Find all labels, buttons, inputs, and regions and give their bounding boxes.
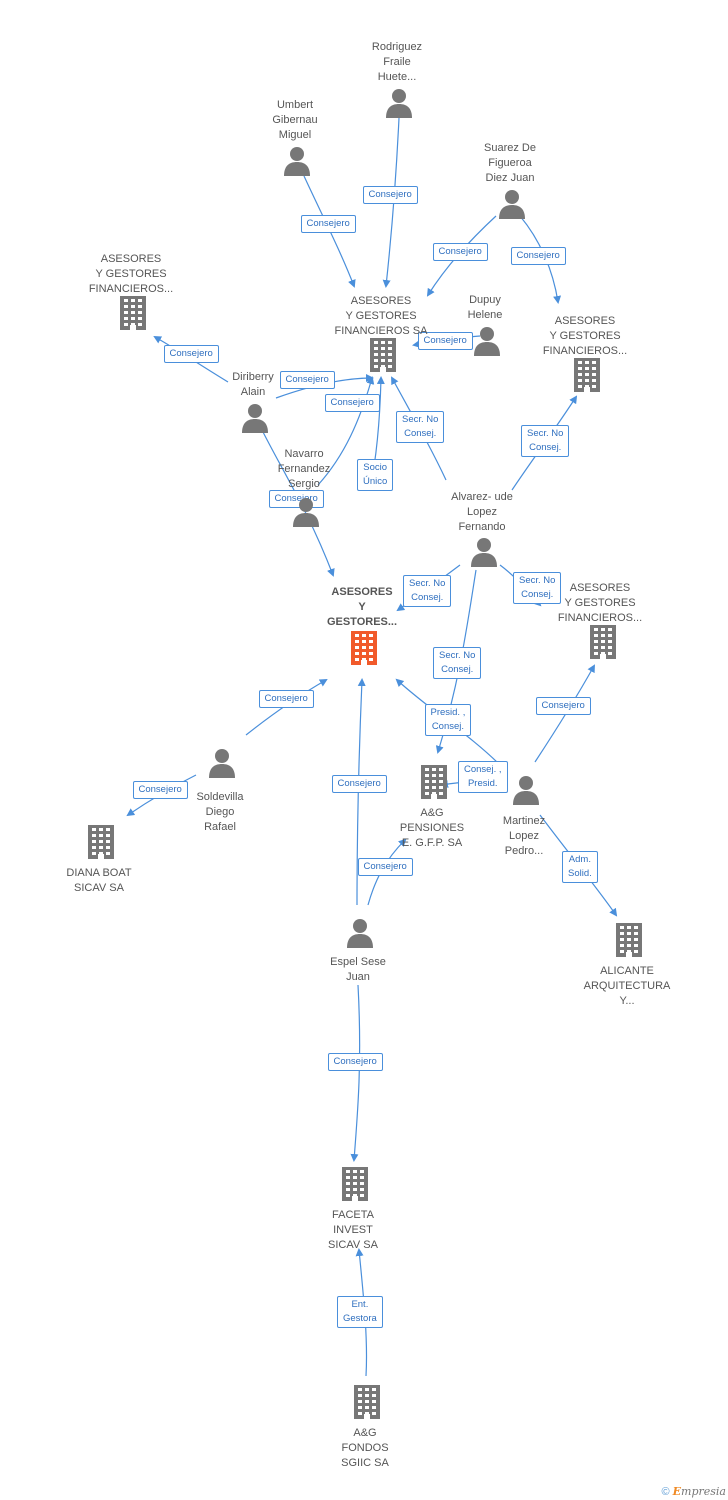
edge-label-navarro-ag_fin_sa[interactable]: Consejero [324, 394, 380, 412]
node-label-alvarez[interactable]: Alvarez- ude Lopez Fernando [451, 491, 513, 533]
node-label-soldevilla[interactable]: Soldevilla Diego Rafael [196, 791, 244, 833]
edge-label-alvarez-main[interactable]: Secr. No Consej. [403, 575, 452, 607]
empresia-logo: Empresia [672, 1485, 726, 1498]
node-label-alicante[interactable]: ALICANTE ARQUITECTURA Y... [583, 965, 671, 1007]
edge-label-alvarez-ag_fin_sa[interactable]: Secr. No Consej. [396, 411, 445, 443]
building-icon-main[interactable] [349, 631, 379, 670]
person-icon-alvarez[interactable] [470, 537, 498, 572]
node-label-ag_fin_left[interactable]: ASESORES Y GESTORES FINANCIEROS... [88, 253, 174, 295]
building-icon-ag_fin_sa[interactable] [368, 338, 398, 377]
person-icon-rodriguez[interactable] [385, 88, 413, 123]
node-label-diana[interactable]: DIANA BOAT SICAV SA [66, 867, 132, 894]
person-icon-umbert[interactable] [283, 146, 311, 181]
node-label-main[interactable]: ASESORES Y GESTORES... [326, 586, 398, 628]
node-label-ag_fin_right[interactable]: ASESORES Y GESTORES FINANCIEROS... [542, 315, 628, 357]
node-label-ag_fin_mid_right[interactable]: ASESORES Y GESTORES FINANCIEROS... [557, 582, 643, 624]
edge-espel-faceta [350, 984, 361, 1162]
edge-label-espel-ag_pensiones[interactable]: Consejero [357, 858, 413, 876]
edge-label-martinez-alicante[interactable]: Adm. Solid. [562, 851, 598, 883]
person-icon-suarez[interactable] [498, 189, 526, 224]
footer-brand: © Empresia [661, 1485, 726, 1498]
building-icon-ag_fin_left[interactable] [118, 296, 148, 335]
edge-label-soldevilla-main[interactable]: Consejero [258, 690, 314, 708]
node-label-rodriguez[interactable]: Rodriguez Fraile Huete... [371, 41, 423, 83]
building-icon-ag_fondos[interactable] [352, 1385, 382, 1424]
edge-label-diriberry-ag_fin_sa[interactable]: Consejero [279, 371, 335, 389]
node-label-diriberry[interactable]: Diriberry Alain [232, 371, 274, 398]
edge-label-rodriguez-ag_fin_sa[interactable]: Consejero [362, 186, 418, 204]
edge-label-main-ag_fin_sa[interactable]: Socio Único [357, 459, 394, 491]
edge-label-espel-faceta[interactable]: Consejero [327, 1053, 383, 1071]
person-icon-navarro[interactable] [292, 497, 320, 532]
edge-label-alvarez-ag_fin_mid_right[interactable]: Secr. No Consej. [513, 572, 562, 604]
node-label-espel[interactable]: Espel Sese Juan [330, 956, 386, 983]
node-label-umbert[interactable]: Umbert Gibernau Miguel [272, 99, 318, 141]
edge-label-umbert-ag_fin_sa[interactable]: Consejero [300, 215, 356, 233]
edge-label-soldevilla-diana[interactable]: Consejero [132, 781, 188, 799]
person-icon-diriberry[interactable] [241, 403, 269, 438]
node-label-dupuy[interactable]: Dupuy Helene [467, 294, 503, 321]
node-label-martinez[interactable]: Martinez Lopez Pedro... [502, 815, 546, 857]
edge-label-suarez-ag_fin_sa[interactable]: Consejero [432, 243, 488, 261]
edge-label-martinez-main[interactable]: Presid. , Consej. [424, 704, 472, 736]
building-icon-ag_pensiones[interactable] [419, 765, 449, 804]
edge-label-martinez-ag_fin_mid_right[interactable]: Consejero [535, 697, 591, 715]
person-icon-dupuy[interactable] [473, 326, 501, 361]
node-label-faceta[interactable]: FACETA INVEST SICAV SA [328, 1209, 378, 1251]
edge-label-dupuy-ag_fin_sa[interactable]: Consejero [417, 332, 473, 350]
edge-label-martinez-ag_pensiones[interactable]: Consej. , Presid. [458, 761, 508, 793]
node-label-suarez[interactable]: Suarez De Figueroa Diez Juan [484, 142, 536, 184]
building-icon-faceta[interactable] [340, 1167, 370, 1206]
edge-rodriguez-ag_fin_sa [382, 117, 400, 288]
node-label-ag_fondos[interactable]: A&G FONDOS SGIIC SA [341, 1427, 389, 1469]
edge-label-alvarez-ag_fin_right[interactable]: Secr. No Consej. [521, 425, 570, 457]
node-label-navarro[interactable]: Navarro Fernandez Sergio [277, 448, 331, 490]
node-label-ag_pensiones[interactable]: A&G PENSIONES E. G.F.P. SA [399, 807, 465, 849]
person-icon-martinez[interactable] [512, 775, 540, 810]
edge-navarro-ag_fin_sa [317, 376, 375, 486]
node-label-ag_fin_sa[interactable]: ASESORES Y GESTORES FINANCIEROS SA [334, 295, 428, 337]
copyright-symbol: © [661, 1486, 670, 1498]
person-icon-espel[interactable] [346, 918, 374, 953]
building-icon-diana[interactable] [86, 825, 116, 864]
building-icon-ag_fin_right[interactable] [572, 358, 602, 397]
building-icon-ag_fin_mid_right[interactable] [588, 625, 618, 664]
edge-label-diriberry-ag_fin_left[interactable]: Consejero [163, 345, 219, 363]
edge-label-alvarez-ag_pensiones[interactable]: Secr. No Consej. [433, 647, 482, 679]
edge-label-ag_fondos-faceta[interactable]: Ent. Gestora [337, 1296, 383, 1328]
person-icon-soldevilla[interactable] [208, 748, 236, 783]
building-icon-alicante[interactable] [614, 923, 644, 962]
edge-label-espel-main[interactable]: Consejero [331, 775, 387, 793]
edge-label-suarez-ag_fin_right[interactable]: Consejero [510, 247, 566, 265]
